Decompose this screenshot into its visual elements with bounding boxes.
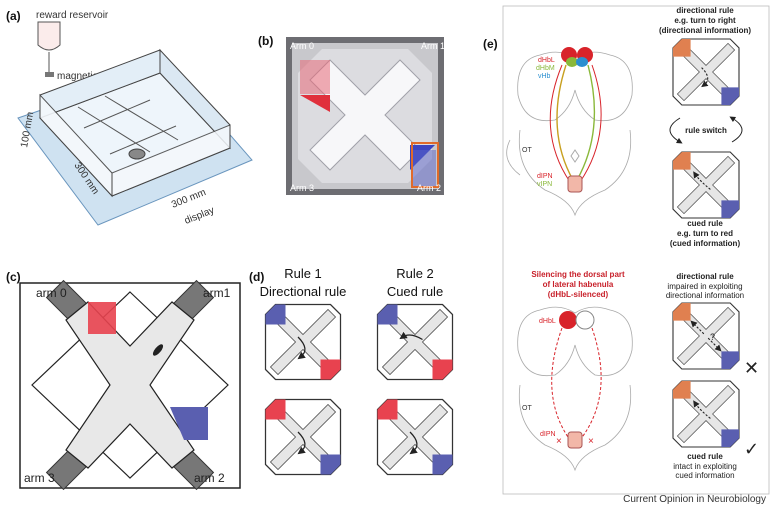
rule-switch-label: rule switch bbox=[685, 126, 727, 135]
rule2-trial-top bbox=[376, 303, 454, 381]
panel-d-label: (d) bbox=[249, 270, 264, 284]
dir-rule-maze bbox=[672, 38, 740, 106]
panel-b-label: (b) bbox=[258, 34, 273, 48]
dHbL-label: dHbL bbox=[538, 57, 555, 64]
red-cue bbox=[300, 95, 330, 112]
reward-reservoir-label: reward reservoir bbox=[36, 10, 109, 21]
dir-rule-title: directional rule bbox=[676, 6, 734, 15]
cross-icon: ✕ bbox=[744, 358, 759, 379]
panel-d: (d) Rule 1 Directional rule Rule 2 Cued … bbox=[249, 266, 454, 476]
vIPN-label: vIPN bbox=[537, 181, 552, 188]
panel-c: (c) arm 0 arm1 arm 3 arm 2 bbox=[6, 270, 241, 491]
dir-rule-info: (directional information) bbox=[659, 26, 751, 35]
intact-line-2: cued information bbox=[675, 471, 734, 480]
display-label: display bbox=[183, 205, 216, 227]
question-mark: ? bbox=[710, 332, 715, 342]
ot2-label: OT bbox=[522, 405, 532, 412]
intact-maze bbox=[672, 380, 740, 448]
rule1-title: Rule 1 bbox=[284, 266, 322, 281]
c-arm-3: arm 3 bbox=[24, 471, 55, 485]
brain-diagram-top: dHbL dHbM vHb OT dIPN vIPN bbox=[506, 47, 633, 217]
red-cue-c bbox=[88, 302, 116, 334]
panel-b: (b) Arm 0 Arm 1 Arm 3 Arm 2 bbox=[258, 34, 445, 195]
cued-rule-title: cued rule bbox=[687, 219, 723, 228]
valve-icon bbox=[45, 72, 54, 77]
rule2-title: Rule 2 bbox=[396, 266, 434, 281]
panel-a-label: (a) bbox=[6, 9, 21, 23]
dIPN2-label: dIPN bbox=[540, 431, 556, 438]
blue-cue-c bbox=[170, 407, 208, 440]
silenced-dHbL bbox=[559, 311, 577, 329]
reward-reservoir-icon bbox=[37, 21, 61, 51]
panel-c-label: (c) bbox=[6, 270, 21, 284]
silenced-dHbL-label: dHbL bbox=[539, 318, 556, 325]
photo-arm-3: Arm 3 bbox=[290, 183, 314, 193]
silence-title-3: (dHbL-silenced) bbox=[548, 290, 609, 299]
photo-arm-2: Arm 2 bbox=[417, 183, 441, 193]
svg-text:×: × bbox=[556, 436, 562, 447]
arm-2-highlight bbox=[411, 142, 439, 188]
panel-e-label: (e) bbox=[483, 37, 498, 51]
cued-rule-maze bbox=[672, 151, 740, 219]
ot-label: OT bbox=[522, 147, 532, 154]
impaired-line-2: directional information bbox=[666, 291, 744, 300]
rule1-trial-bottom bbox=[264, 398, 342, 476]
cued-rule-example: e.g. turn to red bbox=[677, 229, 733, 238]
panel-a: (a) reward reservoir magnetic valve 100 … bbox=[6, 9, 253, 227]
fish-icon-c bbox=[152, 344, 164, 356]
rule1-subtitle: Directional rule bbox=[260, 284, 347, 299]
dHbM-label: dHbM bbox=[536, 65, 555, 72]
panel-e: (e) dHbL dHbM vHb OT dIPN vIPN direction… bbox=[483, 5, 770, 495]
vHb-label: vHb bbox=[538, 73, 551, 80]
cued-rule-info: (cued information) bbox=[670, 239, 741, 248]
check-icon: ✓ bbox=[744, 439, 759, 460]
c-arm-2: arm 2 bbox=[194, 471, 225, 485]
photo-arm-1: Arm 1 bbox=[421, 41, 445, 51]
brain-diagram-bottom: × × dHbL OT dIPN bbox=[517, 306, 633, 472]
intact-line-1: intact in exploiting bbox=[673, 462, 737, 471]
rule1-trial-top bbox=[264, 303, 342, 381]
c-arm-0: arm 0 bbox=[36, 286, 67, 300]
plus-arena bbox=[65, 301, 195, 469]
impaired-line-1: impaired in exploiting bbox=[667, 282, 742, 291]
fish-icon bbox=[128, 148, 146, 160]
photo-arm-0: Arm 0 bbox=[290, 41, 314, 51]
silence-title-1: Silencing the dorsal part bbox=[531, 270, 625, 279]
c-arm-1: arm1 bbox=[203, 286, 231, 300]
impaired-title: directional rule bbox=[676, 272, 734, 281]
dir-rule-example: e.g. turn to right bbox=[674, 16, 736, 25]
dIPN-label: dIPN bbox=[537, 173, 553, 180]
svg-text:×: × bbox=[588, 436, 594, 447]
impaired-maze bbox=[672, 302, 740, 370]
journal-credit: Current Opinion in Neurobiology bbox=[623, 494, 766, 505]
intact-title: cued rule bbox=[687, 452, 723, 461]
silence-title-2: of lateral habenula bbox=[543, 280, 614, 289]
rule2-subtitle: Cued rule bbox=[387, 284, 443, 299]
rule2-trial-bottom bbox=[376, 398, 454, 476]
